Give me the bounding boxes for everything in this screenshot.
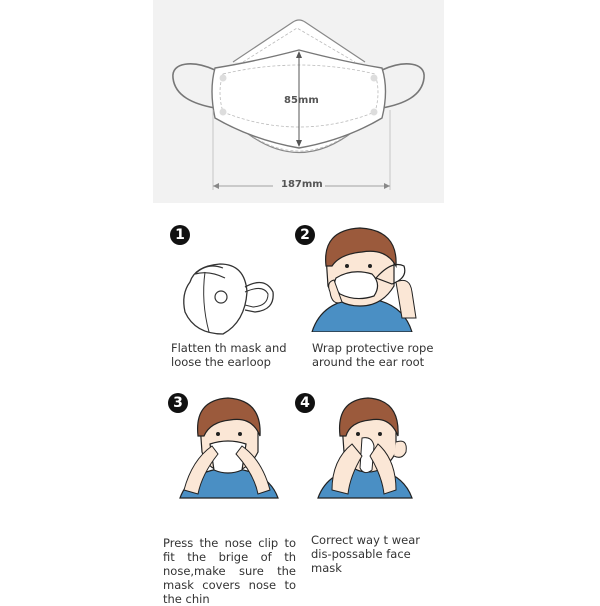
person-wrapping-earloop-illustration [311, 227, 417, 332]
height-dimension-label: 85mm [284, 95, 319, 106]
step-3: 3 Press the nose clip to fit the brige o… [162, 390, 302, 606]
step-number-badge: 4 [295, 393, 315, 413]
flat-mask-icon [183, 263, 274, 335]
step-instruction: Press the nose clip to fit the brige of … [163, 536, 296, 606]
step-instruction: Flatten th mask and loose the earloop [171, 341, 287, 369]
mask-dimensions-diagram: 85mm 187mm [153, 0, 444, 203]
step-2: 2 Wrap protective rope around the ear ro… [292, 222, 434, 372]
step-instruction: Wrap protective rope around the ear root [312, 341, 434, 369]
kf94-mask-outline-icon [172, 19, 425, 190]
step-instruction: Correct way t wear dis-possable face mas… [311, 533, 420, 575]
step-number-badge: 3 [168, 393, 188, 413]
step-number-badge: 2 [295, 225, 315, 245]
width-dimension-label: 187mm [281, 179, 323, 190]
step-1: 1 Flatten th mask and loose the earloop [165, 222, 290, 372]
step-number-badge: 1 [170, 225, 190, 245]
person-wearing-mask-illustration [317, 397, 413, 499]
step-4: 4 Correct way t wear dis-possable face m… [292, 390, 437, 575]
person-pressing-nose-clip-illustration [179, 397, 279, 499]
